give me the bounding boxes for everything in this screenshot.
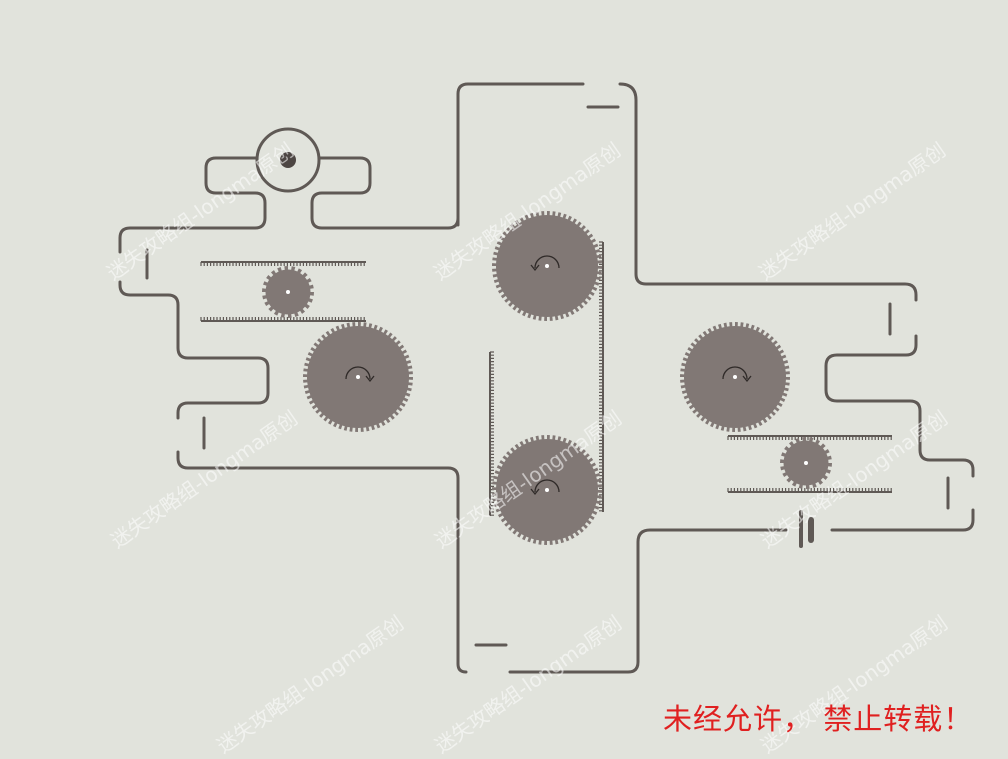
gear-racks bbox=[200, 241, 892, 516]
gear-axle bbox=[545, 264, 549, 268]
gear-right-small[interactable] bbox=[780, 437, 832, 489]
rack-teeth bbox=[490, 351, 494, 516]
rack-teeth bbox=[200, 262, 365, 266]
counterclockwise-arrow-icon bbox=[534, 479, 560, 493]
gear-center-top[interactable] bbox=[492, 211, 602, 321]
track-wall bbox=[508, 528, 788, 674]
track-wall bbox=[310, 156, 460, 230]
arrow-head-icon bbox=[742, 375, 752, 383]
track-wall bbox=[176, 450, 468, 674]
gear-left-small[interactable] bbox=[262, 266, 314, 318]
gear-axle bbox=[804, 461, 808, 465]
gear-axle bbox=[286, 290, 290, 294]
track-wall bbox=[456, 82, 585, 227]
track-wall bbox=[824, 334, 975, 478]
clockwise-arrow-icon bbox=[722, 366, 748, 380]
arrow-head-icon bbox=[530, 264, 540, 272]
arrow-head-icon bbox=[530, 488, 540, 496]
gear-rack[interactable] bbox=[200, 261, 366, 266]
track-wall bbox=[118, 280, 270, 420]
gear-center-bottom[interactable] bbox=[492, 435, 602, 545]
rack-teeth bbox=[727, 436, 892, 440]
gear-rack[interactable] bbox=[727, 435, 892, 440]
battery-icon[interactable] bbox=[799, 510, 814, 548]
counterclockwise-arrow-icon bbox=[534, 255, 560, 269]
track-wall bbox=[830, 508, 975, 532]
gear-rack[interactable] bbox=[200, 317, 366, 322]
puzzle-board bbox=[118, 82, 975, 674]
target-ring-icon[interactable] bbox=[255, 127, 321, 193]
rack-teeth bbox=[599, 241, 603, 512]
gear-rack[interactable] bbox=[599, 241, 604, 512]
rack-teeth bbox=[727, 488, 892, 492]
gear-left-large[interactable] bbox=[303, 322, 413, 432]
gear-axle bbox=[356, 375, 360, 379]
track-wall bbox=[118, 156, 267, 254]
gear-group bbox=[262, 211, 832, 545]
track-wall bbox=[618, 82, 918, 302]
gear-rack[interactable] bbox=[727, 488, 892, 493]
copyright-notice: 未经允许， 禁止转载！ bbox=[663, 702, 974, 736]
gear-right-large[interactable] bbox=[680, 322, 790, 432]
rack-teeth bbox=[200, 317, 365, 321]
gear-rack[interactable] bbox=[489, 351, 494, 516]
track-outline bbox=[118, 82, 975, 674]
gear-axle bbox=[733, 375, 737, 379]
arrow-head-icon bbox=[365, 375, 375, 383]
gear-axle bbox=[545, 488, 549, 492]
clockwise-arrow-icon bbox=[345, 366, 371, 380]
